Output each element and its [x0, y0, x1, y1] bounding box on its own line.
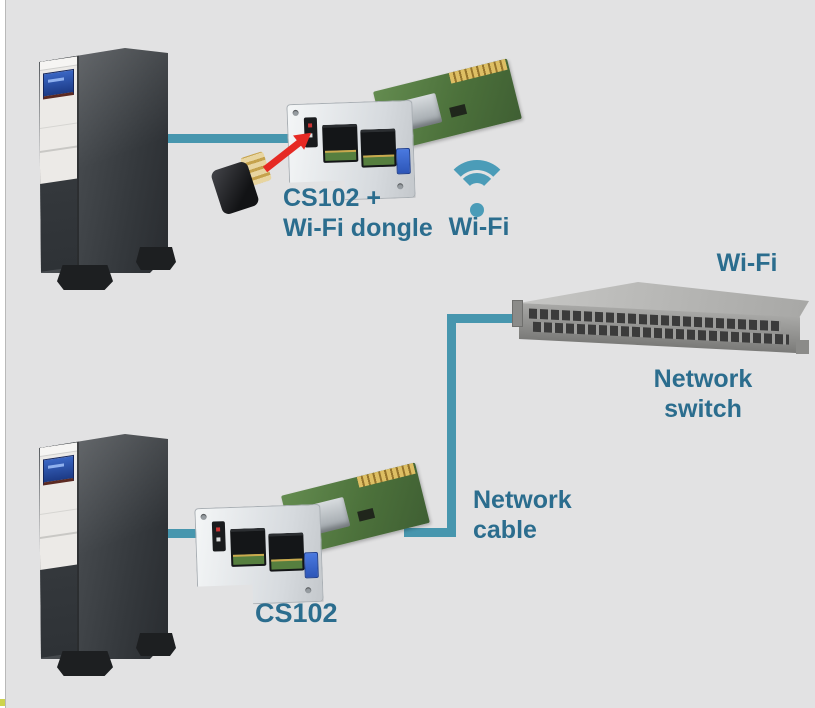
label-cs102-wifi-dongle: CS102 + Wi-Fi dongle — [283, 183, 433, 243]
ups-panel-separator — [40, 508, 77, 515]
ups-corner-edge — [77, 434, 79, 658]
ups-panel-separator — [40, 531, 77, 539]
label-line: Network — [473, 486, 572, 514]
usb-dongle-port — [212, 521, 226, 551]
ups-body — [39, 434, 168, 659]
card-gold-edge-connector — [448, 58, 508, 84]
label-line: Network — [653, 365, 753, 393]
ups-tower-bottom — [37, 432, 177, 678]
ups-front-panel — [40, 56, 77, 184]
page-left-border — [5, 0, 6, 708]
ups-panel-separator — [40, 122, 77, 129]
ups-lcd-display — [43, 68, 74, 100]
ups-foot — [136, 247, 176, 270]
screw-hole — [201, 514, 207, 520]
screw-hole — [293, 110, 299, 116]
label-network-switch: Network switch — [645, 364, 761, 424]
label-network-cable: Network cable — [473, 485, 572, 545]
usb-port — [396, 148, 411, 174]
ups-body — [39, 48, 168, 273]
ethernet-port — [360, 128, 396, 167]
label-cs102: CS102 — [255, 598, 338, 628]
cs102-card-bottom — [194, 462, 446, 615]
network-cable-horizontal-bottom — [404, 528, 456, 537]
ethernet-port — [230, 528, 266, 567]
network-cable-vertical — [447, 314, 456, 537]
ups-front-face — [40, 436, 77, 658]
label-line: Wi-Fi dongle — [283, 214, 433, 242]
ups-foot — [136, 633, 176, 656]
wifi-arc-outer — [444, 160, 510, 226]
label-wifi-top: Wi-Fi — [448, 213, 510, 241]
switch-mounting-bracket — [512, 300, 523, 327]
cable-ups-top-to-card — [162, 134, 292, 143]
ups-side-highlight — [75, 434, 168, 592]
usb-port — [304, 552, 319, 578]
card-gold-edge-connector — [356, 462, 416, 488]
cable-ups-bottom-to-card — [162, 529, 202, 538]
wifi-arc-inner — [457, 173, 497, 213]
network-cable-to-switch — [447, 314, 523, 323]
label-line: cable — [473, 516, 537, 544]
label-line: CS102 + — [283, 184, 381, 212]
network-switch — [512, 276, 812, 366]
card-chip — [357, 508, 376, 522]
ups-lcd-display — [43, 454, 74, 486]
page-left-margin — [0, 0, 5, 708]
wifi-dongle — [209, 151, 274, 218]
card-chip — [449, 104, 468, 118]
ups-foot — [57, 651, 113, 676]
wifi-dot — [470, 203, 484, 217]
ethernet-port — [268, 532, 304, 571]
ups-panel-separator — [40, 145, 77, 153]
ups-corner-edge — [77, 48, 79, 272]
card-faceplate — [194, 504, 323, 606]
label-wifi-switch: Wi-Fi — [716, 249, 778, 277]
switch-mounting-bracket — [796, 340, 809, 354]
screw-hole — [305, 587, 311, 593]
wifi-icon — [437, 160, 517, 218]
ups-foot — [57, 265, 113, 290]
ups-front-face — [40, 50, 77, 273]
ups-tower-top — [37, 46, 177, 292]
label-line: switch — [664, 395, 742, 423]
ups-side-highlight — [75, 48, 168, 206]
ethernet-port — [322, 124, 358, 163]
scan-artifact — [0, 699, 5, 706]
ups-front-panel — [40, 442, 77, 570]
